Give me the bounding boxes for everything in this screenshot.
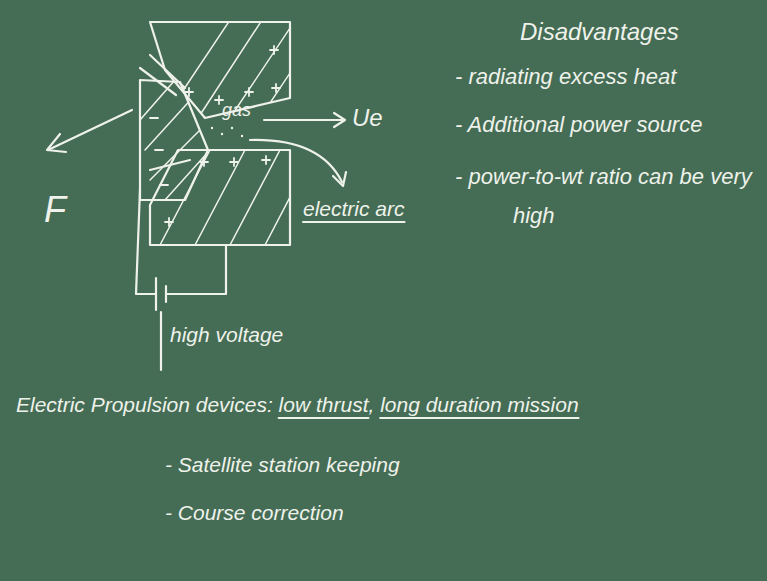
anode-top [150, 22, 290, 118]
gas-inlet [150, 160, 190, 170]
arc-label: electric arc [303, 196, 405, 221]
gas-inlet [140, 68, 176, 95]
list-item: - Course correction [165, 500, 344, 525]
source-label: high voltage [170, 322, 283, 347]
hatching [160, 150, 300, 245]
battery-plate [165, 286, 167, 302]
anode-bottom [150, 150, 290, 245]
thrust-arrow [48, 110, 132, 150]
arrowhead [333, 172, 346, 186]
gas-label: gas [222, 100, 251, 122]
underline [380, 417, 578, 419]
arrowhead [334, 113, 345, 127]
velocity-label: Ue [352, 104, 383, 133]
heading: Disadvantages [520, 18, 679, 47]
arc-leader [250, 140, 342, 182]
underline [279, 417, 369, 419]
underline [303, 221, 405, 223]
battery-plate [155, 278, 157, 310]
gas-inlet [150, 55, 185, 88]
arrowhead [47, 134, 66, 152]
list-item: - power-to-wt ratio can be very high [455, 158, 767, 235]
charge-signs [150, 46, 280, 226]
wire [166, 245, 226, 294]
list-item: - radiating excess heat [455, 64, 676, 90]
gas-dots [211, 127, 243, 137]
hatching [140, 80, 210, 200]
note-line: Electric Propulsion devices: low thrust,… [16, 392, 579, 417]
cathode [140, 80, 208, 200]
wire [136, 190, 156, 294]
list-item: - Satellite station keeping [165, 452, 400, 477]
force-label: F [44, 188, 66, 231]
exhaust-arrow [264, 119, 344, 121]
list-item: - Additional power source [455, 112, 702, 138]
battery-leader [160, 312, 162, 370]
